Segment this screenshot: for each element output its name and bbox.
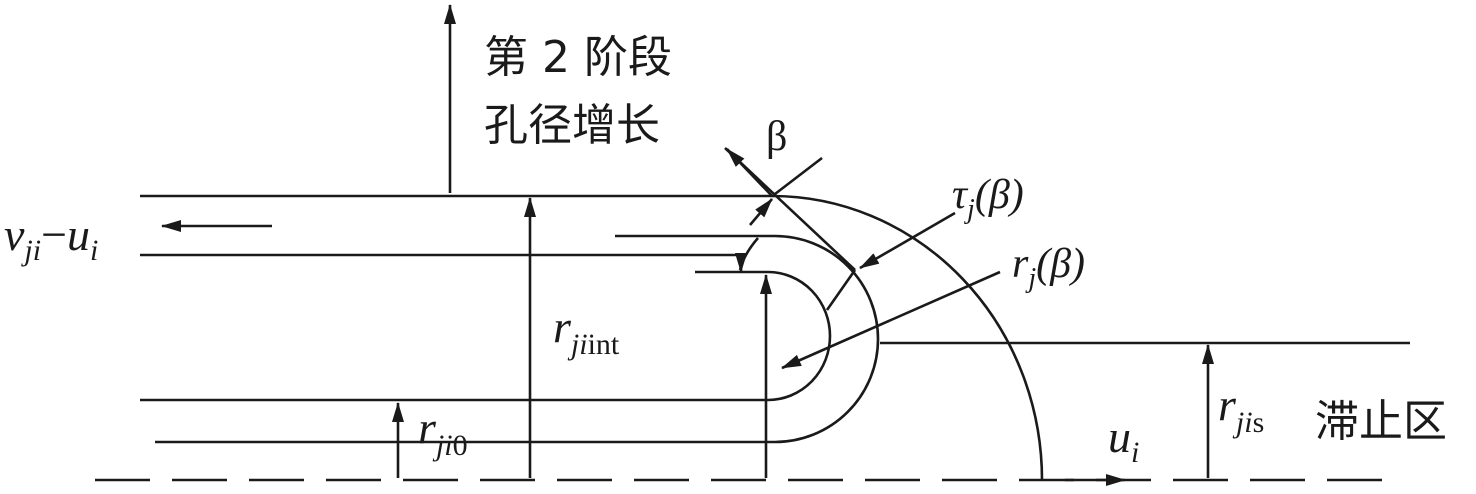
stagnation-zone-label: 滞止区 xyxy=(1315,396,1447,447)
tangent-tick xyxy=(774,156,823,196)
r-0-label: rji0 xyxy=(418,402,468,462)
relative-velocity-label: vji−ui xyxy=(4,209,98,267)
normal-line-inner xyxy=(825,269,857,311)
r-int-label: rjiint xyxy=(553,301,620,361)
r-beta-leader xyxy=(781,270,1001,370)
u-i-label: ui xyxy=(1108,411,1139,469)
outer-crater-boundary xyxy=(140,194,1044,481)
middle-boundary xyxy=(155,234,880,444)
beta-arrow xyxy=(726,148,773,197)
tau-arrow-up xyxy=(749,198,773,226)
tau-label: τj(β) xyxy=(952,172,1024,225)
stage2-title: 第 2 阶段 xyxy=(484,32,672,83)
stage2-subtitle: 孔径增长 xyxy=(484,100,660,151)
r-beta-label: rj(β) xyxy=(1012,241,1085,294)
r-s-label: rjis xyxy=(1218,379,1264,439)
inner-boundary xyxy=(140,270,832,402)
tau-leader xyxy=(859,211,956,270)
beta-label: β xyxy=(766,114,787,160)
